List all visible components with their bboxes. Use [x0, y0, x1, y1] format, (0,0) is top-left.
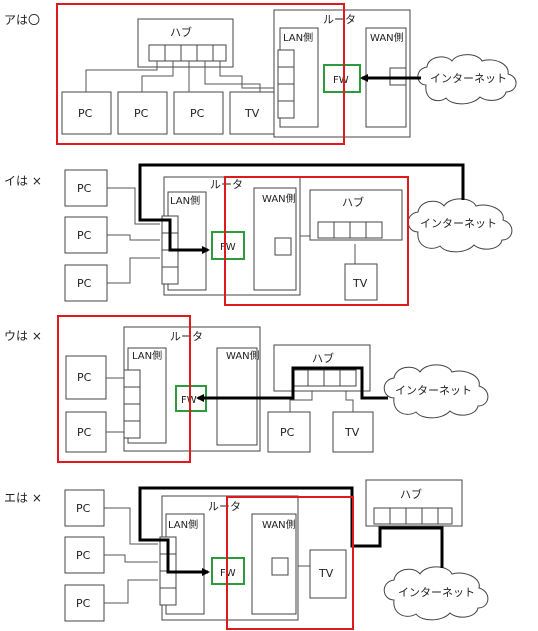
- firewall: [323, 64, 361, 93]
- pc-1-label: PC: [77, 182, 92, 195]
- lan-label: LAN側: [168, 518, 198, 531]
- pc-3-label: PC: [76, 597, 91, 610]
- panel-i: イは × PC PC PC ルータ LAN側 WAN側 FW ハブ: [4, 163, 513, 306]
- router-title: ルータ: [170, 330, 203, 343]
- hub-label: ハブ: [312, 351, 334, 365]
- traffic-route-arrow: [138, 163, 465, 254]
- wan-label: WAN側: [226, 349, 260, 362]
- lan-label: LAN側: [132, 349, 162, 362]
- pc-3-label: PC: [190, 107, 205, 120]
- fw-label: FW: [220, 242, 236, 253]
- wan-port: [271, 557, 289, 576]
- hub-label: ハブ: [400, 487, 422, 501]
- pc-1: [65, 355, 107, 400]
- firewall: [211, 231, 245, 260]
- router-title: ルータ: [208, 500, 241, 513]
- router-wan-side: [251, 513, 297, 615]
- tv: [229, 91, 280, 135]
- router-title: ルータ: [210, 178, 243, 191]
- hub-ports: [291, 369, 357, 387]
- panel-e: エは × PC PC PC ルータ LAN側 WAN側 FW TV ハブ: [4, 479, 489, 630]
- hub-label: ハブ: [342, 195, 364, 209]
- pc-3-label: PC: [77, 277, 92, 290]
- wan-label: WAN側: [262, 518, 296, 531]
- pc-2-label: PC: [76, 549, 91, 562]
- internet-cloud: [383, 364, 489, 419]
- hub-ports: [148, 44, 227, 62]
- verdict-label: アは〇: [4, 13, 40, 27]
- traffic-route-arrow: [196, 366, 388, 402]
- highlight-frame: [226, 496, 354, 630]
- fw-label: FW: [181, 395, 197, 406]
- pc-1-label: PC: [78, 107, 93, 120]
- internet-label: インターネット: [420, 217, 497, 230]
- verdict-label: ウは ×: [4, 329, 42, 343]
- highlight-frame: [56, 3, 345, 145]
- pc-2: [64, 536, 105, 574]
- highlight-frame: [57, 315, 191, 463]
- pc-2-label: PC: [77, 426, 92, 439]
- verdict-label: エは ×: [4, 491, 42, 505]
- pc-2: [65, 411, 107, 453]
- internet-cloud: [417, 54, 517, 105]
- wan-port: [274, 237, 292, 256]
- pc-2-label: PC: [77, 229, 92, 242]
- panel-a: アは〇 ハブ PC PC PC TV ルータ LAN側: [4, 3, 517, 145]
- internet-cloud: [407, 198, 513, 253]
- panel-u: ウは × PC PC ルータ LAN側 WAN側 FW ハブ PC: [4, 315, 489, 463]
- traffic-route-arrow: [138, 486, 444, 576]
- tv-label: TV: [318, 567, 334, 580]
- tv: [309, 549, 347, 599]
- cables: [106, 377, 354, 433]
- tv-label: TV: [352, 277, 368, 290]
- internet-label: インターネット: [395, 384, 472, 397]
- fw-label: FW: [333, 75, 349, 86]
- wan-label: WAN側: [262, 192, 296, 205]
- pc-1-label: PC: [77, 371, 92, 384]
- router-title: ルータ: [323, 13, 356, 26]
- pc-2: [64, 216, 108, 254]
- internet-label: インターネット: [430, 72, 507, 85]
- pc-3: [173, 91, 224, 135]
- hub-ports: [373, 507, 453, 525]
- wan-label: WAN側: [370, 31, 404, 44]
- highlight-frame: [224, 176, 409, 306]
- internet-cloud: [383, 566, 489, 621]
- lan-label: LAN側: [170, 194, 200, 207]
- pc-1: [64, 489, 105, 527]
- verdict-label: イは ×: [4, 174, 42, 188]
- tv: [267, 411, 311, 453]
- cables: [85, 61, 278, 92]
- lan-ports: [123, 369, 141, 439]
- lan-ports: [277, 49, 295, 119]
- hub-label: ハブ: [170, 25, 192, 39]
- pc-1: [61, 91, 112, 135]
- lan-label: LAN側: [283, 31, 313, 44]
- tv-2: [332, 411, 374, 453]
- tv-2-label: TV: [344, 426, 360, 439]
- tv: [344, 263, 378, 301]
- tv-label: TV: [244, 107, 260, 120]
- pc-2-label: PC: [134, 107, 149, 120]
- hub-ports: [317, 221, 383, 239]
- tv-label: PC: [280, 426, 295, 439]
- pc-1: [64, 169, 108, 207]
- internet-label: インターネット: [398, 586, 475, 599]
- pc-3: [64, 584, 105, 622]
- pc-1-label: PC: [76, 502, 91, 515]
